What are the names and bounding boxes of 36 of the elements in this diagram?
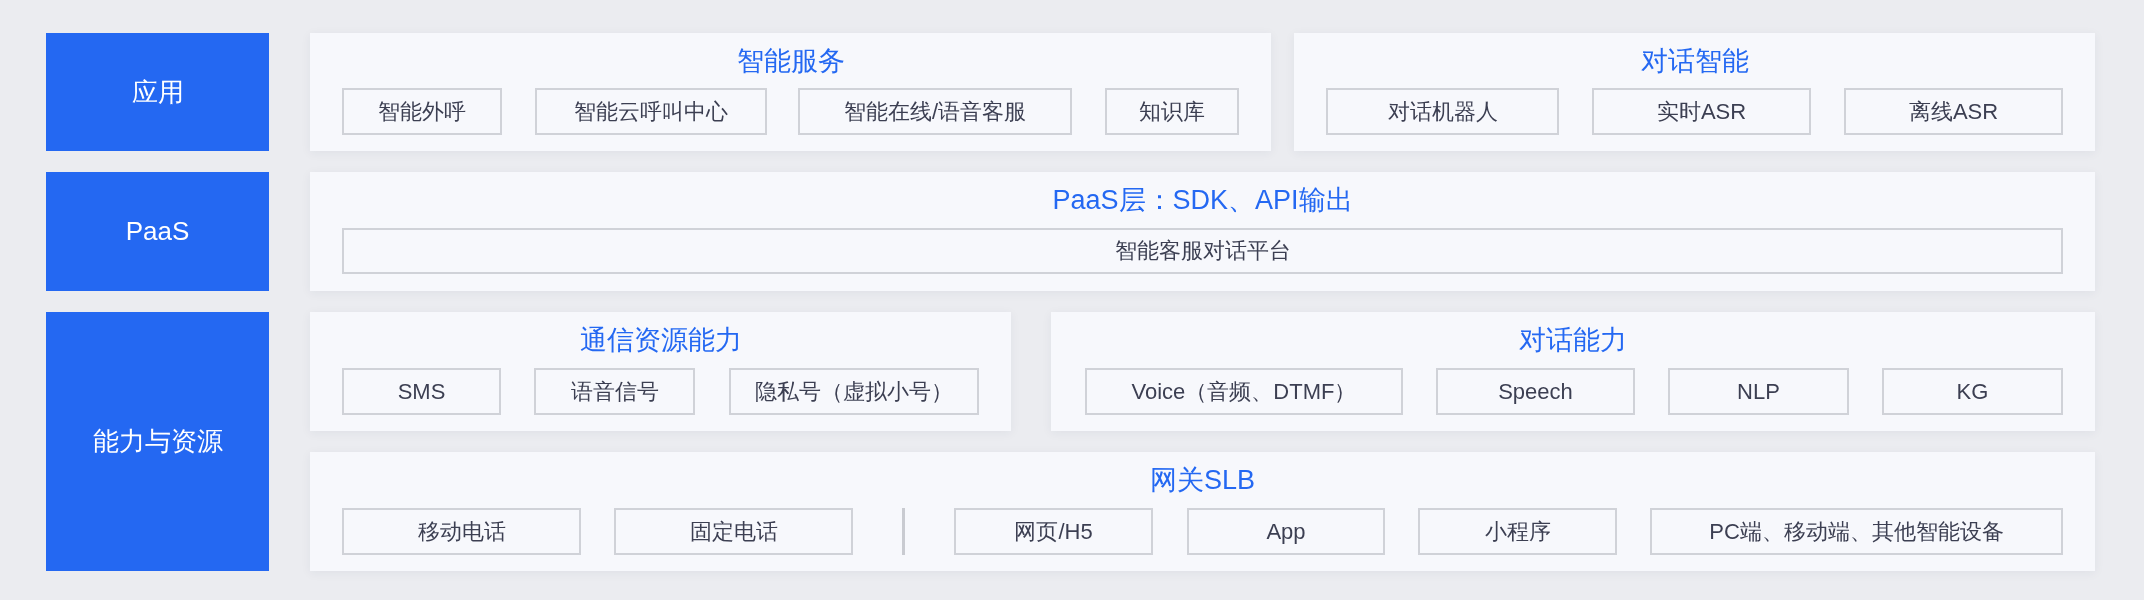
panel — [310, 312, 1011, 431]
module-item: Speech — [1436, 368, 1635, 415]
module-item: 移动电话 — [342, 508, 581, 555]
panel-title: PaaS层：SDK、API输出 — [1052, 184, 1353, 217]
panel — [310, 172, 2095, 291]
module-item: 智能外呼 — [342, 88, 502, 135]
module-item: 智能客服对话平台 — [342, 228, 2063, 274]
module-item: Voice（音频、DTMF） — [1085, 368, 1403, 415]
module-item: 对话机器人 — [1326, 88, 1559, 135]
module-item: 知识库 — [1105, 88, 1239, 135]
panel-title: 通信资源能力 — [579, 324, 742, 357]
module-item: 实时ASR — [1592, 88, 1811, 135]
panel — [1294, 33, 2095, 151]
layer-label: 应用 — [46, 33, 269, 151]
panel-title: 对话能力 — [1519, 324, 1627, 357]
layer-label: PaaS — [46, 172, 269, 291]
module-item: 小程序 — [1418, 508, 1617, 555]
panel — [310, 33, 1271, 151]
panel — [1051, 312, 2095, 431]
panel-title: 网关SLB — [1150, 464, 1255, 497]
module-item: 智能云呼叫中心 — [535, 88, 767, 135]
module-item: KG — [1882, 368, 2063, 415]
layer-label: 能力与资源 — [46, 312, 269, 571]
panel — [310, 452, 2095, 571]
module-item: App — [1187, 508, 1385, 555]
module-item: PC端、移动端、其他智能设备 — [1650, 508, 2063, 555]
panel-title: 对话智能 — [1640, 45, 1749, 78]
module-item: 智能在线/语音客服 — [798, 88, 1072, 135]
module-item: SMS — [342, 368, 501, 415]
module-item: 固定电话 — [614, 508, 853, 555]
module-item: 离线ASR — [1844, 88, 2063, 135]
module-item: NLP — [1668, 368, 1849, 415]
module-item: 网页/H5 — [954, 508, 1153, 555]
module-item: 隐私号（虚拟小号） — [729, 368, 979, 415]
module-item: 语音信号 — [534, 368, 695, 415]
panel-title: 智能服务 — [736, 45, 845, 78]
